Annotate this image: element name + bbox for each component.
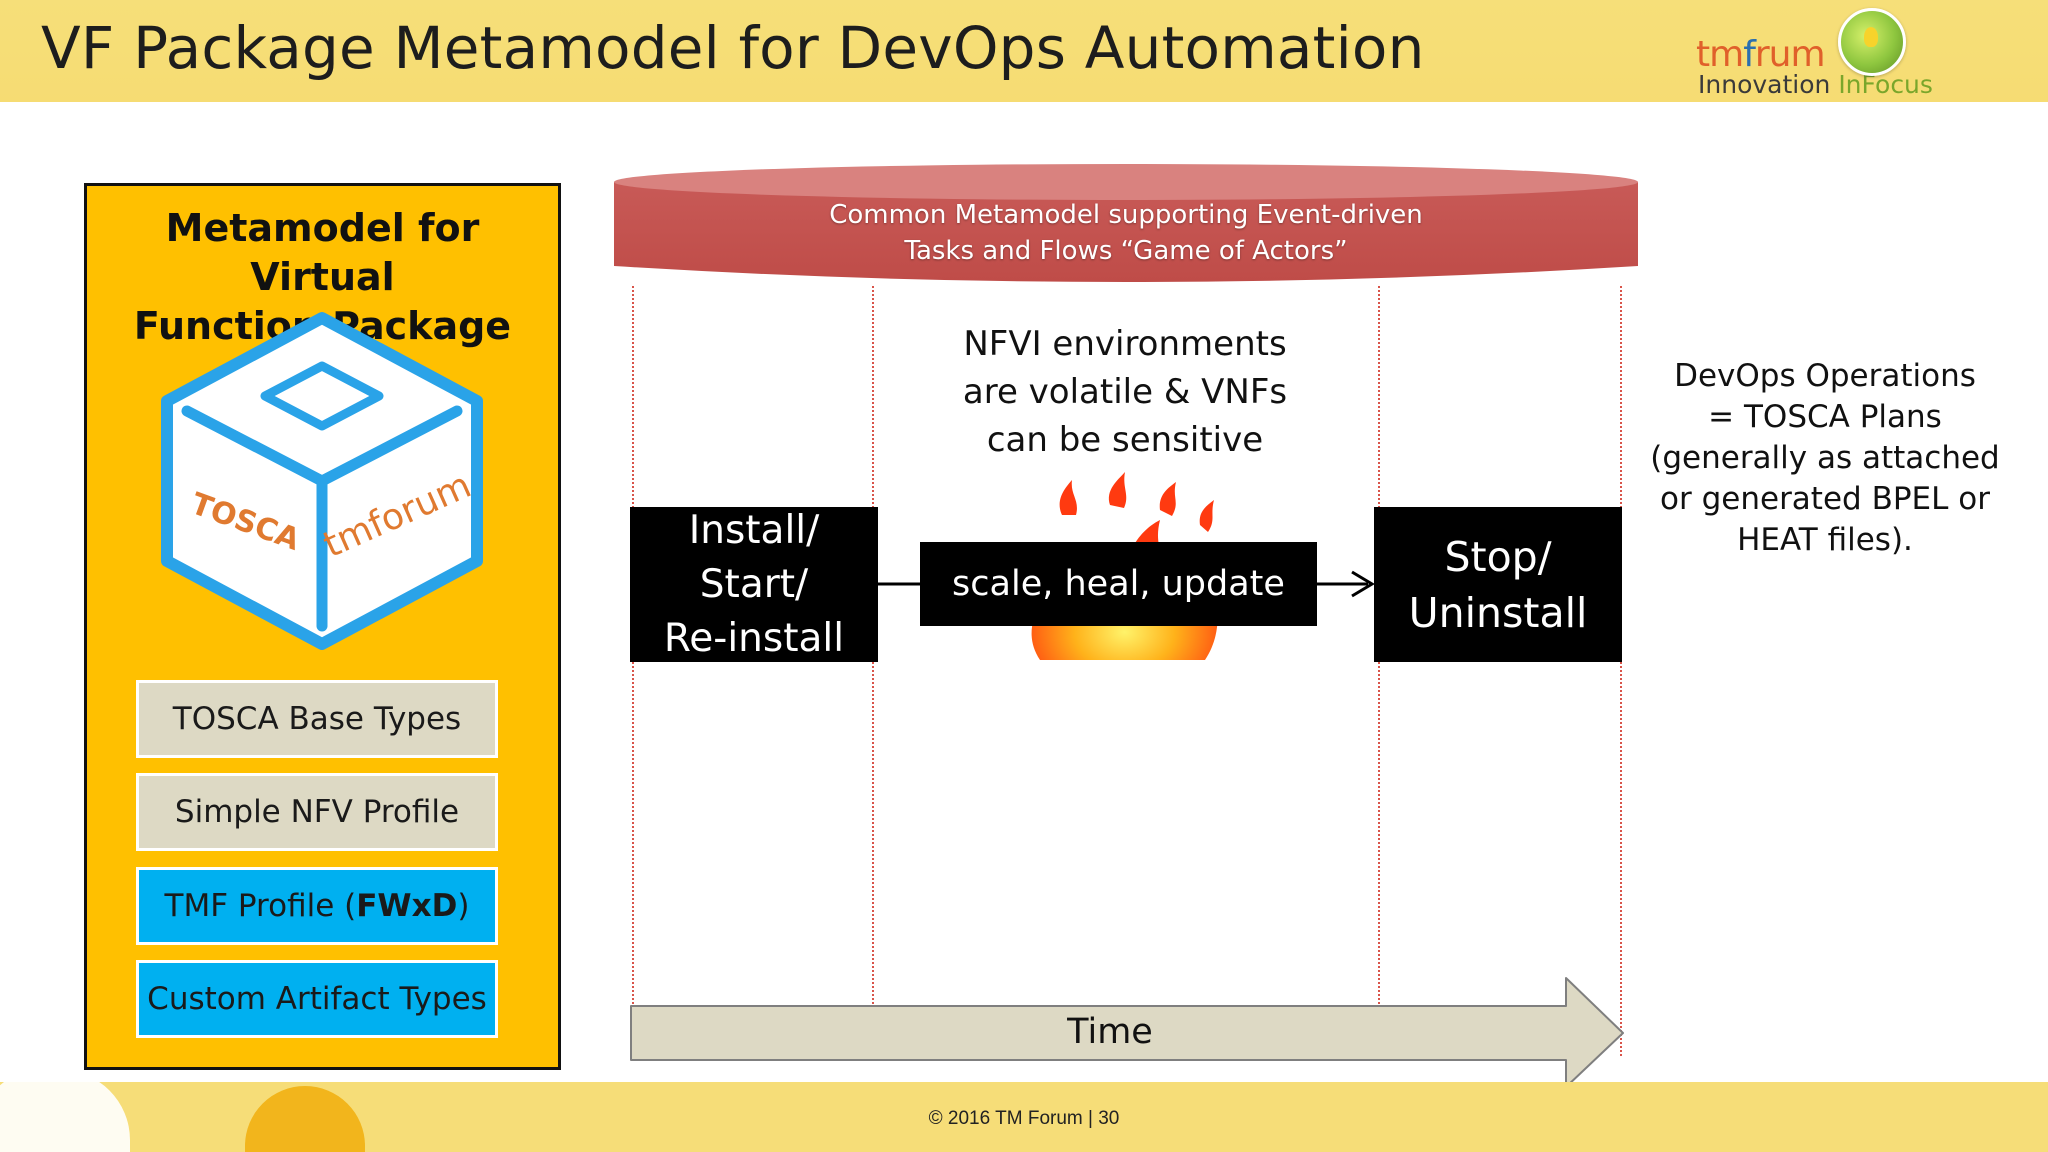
layer-custom-artifact-types: Custom Artifact Types <box>136 960 498 1038</box>
arrowhead-icon <box>1351 570 1375 598</box>
banner-line1: Common Metamodel supporting Event-driven <box>829 200 1423 230</box>
logo-infocus: InFocus <box>1838 70 1933 99</box>
install-line2: Start/ <box>699 561 809 607</box>
metamodel-banner <box>614 164 1638 282</box>
fire-spark <box>1059 480 1077 515</box>
layer-label: Simple NFV Profile <box>174 794 460 830</box>
layer-label-bold: FWxD <box>356 888 458 924</box>
time-label: Time <box>1067 1012 1153 1052</box>
logo-tagline: Innovation InFocus <box>1698 70 1933 99</box>
layer-label: Custom Artifact Types <box>147 981 487 1017</box>
dotted-guide-2 <box>872 286 874 1056</box>
lightbulb-icon <box>1838 8 1906 76</box>
banner-top <box>614 164 1638 200</box>
tmforum-logo: tmfrum Innovation InFocus <box>1690 4 1933 99</box>
devops-line5: HEAT files). <box>1737 522 1913 558</box>
dotted-guide-1 <box>632 286 634 1056</box>
nfvi-line3: can be sensitive <box>986 420 1264 460</box>
nfvi-line2: are volatile & VNFs <box>962 372 1288 412</box>
layer-tosca-base-types: TOSCA Base Types <box>136 680 498 758</box>
layer-tmf-profile: TMF Profile (FWxD) <box>136 867 498 945</box>
logo-rum-part: rum <box>1754 34 1826 75</box>
stop-line2: Uninstall <box>1408 588 1588 637</box>
stop-line1: Stop/ <box>1444 532 1552 581</box>
layer-label-suffix: ) <box>457 888 470 924</box>
footer-copyright: © 2016 TM Forum | 30 <box>928 1108 1120 1129</box>
fire-spark <box>1108 472 1127 508</box>
layer-label-prefix: TMF Profile ( <box>164 888 357 924</box>
layer-label: TOSCA Base Types <box>172 701 462 737</box>
install-start-box: Install/ Start/ Re-install <box>630 507 878 662</box>
package-title-line1: Metamodel for Virtual <box>165 206 480 299</box>
cube-top-slot <box>260 361 384 431</box>
nfvi-line1: NFVI environments <box>963 324 1287 364</box>
logo-f-part: f <box>1743 34 1756 75</box>
scale-label: scale, heal, update <box>952 564 1285 604</box>
devops-line2: = TOSCA Plans <box>1708 399 1942 435</box>
time-arrow-shape <box>630 977 1624 1088</box>
scale-heal-update-box: scale, heal, update <box>920 542 1317 626</box>
page-title: VF Package Metamodel for DevOps Automati… <box>41 14 1425 82</box>
banner-body <box>614 182 1638 282</box>
cube-edge-left <box>181 405 328 487</box>
devops-line1: DevOps Operations <box>1674 358 1976 394</box>
banner-line2: Tasks and Flows “Game of Actors” <box>904 236 1348 266</box>
install-line3: Re-install <box>663 615 845 661</box>
cube-edge-right <box>316 405 463 487</box>
devops-line4: or generated BPEL or <box>1660 481 1990 517</box>
package-panel-title: Metamodel for Virtual Function Package <box>87 204 558 351</box>
install-line1: Install/ <box>688 507 820 553</box>
logo-innovation: Innovation <box>1698 70 1839 99</box>
nfvi-note: NFVI environments are volatile & VNFs ca… <box>900 320 1350 464</box>
stop-uninstall-box: Stop/ Uninstall <box>1374 507 1622 662</box>
header-band <box>0 0 2048 102</box>
package-panel: Metamodel for Virtual Function Package T… <box>84 183 561 1070</box>
layer-simple-nfv-profile: Simple NFV Profile <box>136 773 498 851</box>
package-cube-icon: TOSCA tmforum <box>161 312 483 650</box>
fire-spark <box>1199 500 1214 532</box>
dotted-guide-4 <box>1620 286 1622 1056</box>
banner-text: Common Metamodel supporting Event-driven… <box>614 197 1638 269</box>
fire-spark <box>1159 482 1176 516</box>
time-arrow <box>630 977 1624 1088</box>
devops-note: DevOps Operations = TOSCA Plans (general… <box>1640 356 2010 561</box>
dotted-guide-3 <box>1378 286 1380 1056</box>
logo-tm-part: tm <box>1696 34 1744 75</box>
logo-wordmark: tmfrum <box>1696 34 1826 75</box>
devops-line3: (generally as attached <box>1650 440 2000 476</box>
